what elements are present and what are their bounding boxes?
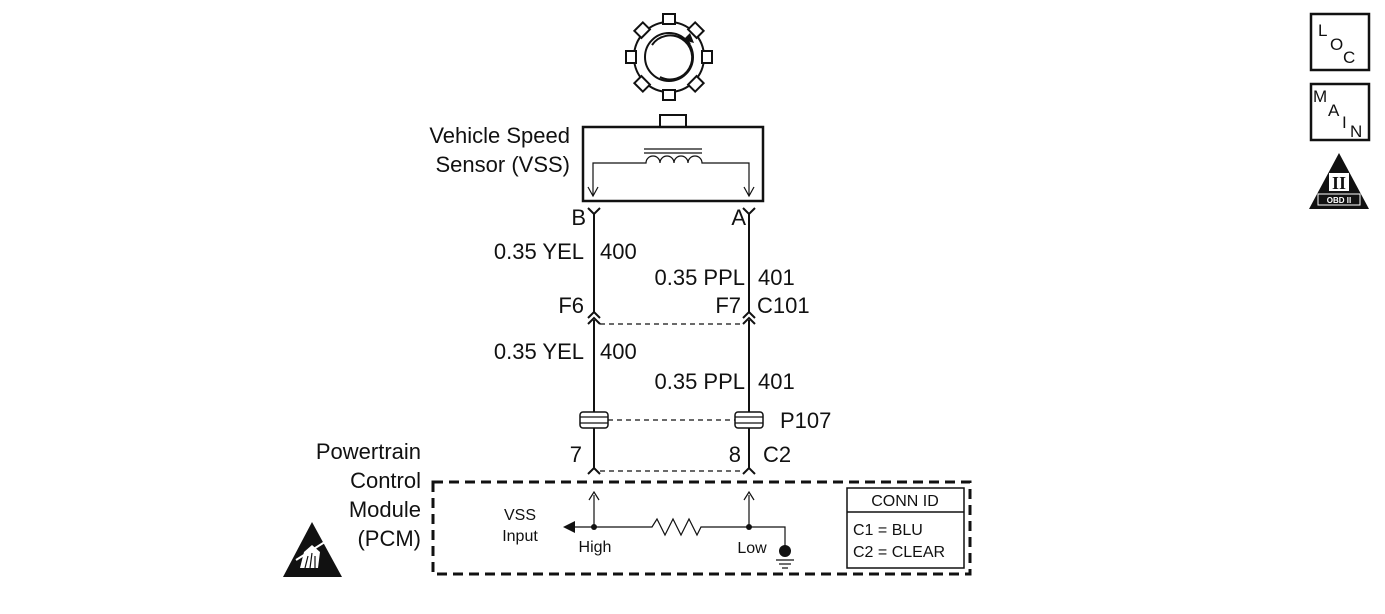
conn-id-title: CONN ID xyxy=(871,493,939,510)
pcm-internal-circuit xyxy=(563,490,794,569)
pcm-name-line2: Control xyxy=(350,468,421,493)
loc-icon[interactable]: L O C xyxy=(1309,12,1371,72)
svg-text:II: II xyxy=(1332,173,1346,193)
wire-400-upper-circuit: 400 xyxy=(600,239,637,264)
svg-text:N: N xyxy=(1350,122,1362,141)
connector-c2 xyxy=(587,466,756,475)
pass-through-p107 xyxy=(579,411,764,429)
p107-name: P107 xyxy=(780,408,831,433)
svg-text:L: L xyxy=(1318,21,1327,40)
wire-401-lower-gauge: 0.35 PPL xyxy=(654,369,745,394)
wire-401-upper-circuit: 401 xyxy=(758,265,795,290)
sensor-coil-icon xyxy=(587,148,755,198)
svg-text:OBD II: OBD II xyxy=(1327,196,1351,205)
wire-401-upper-gauge: 0.35 PPL xyxy=(654,265,745,290)
pcm-right-pin: 8 xyxy=(729,442,741,467)
vss-input-line2: Input xyxy=(502,528,538,545)
reluctor-wheel-icon xyxy=(625,13,713,101)
main-icon[interactable]: M A I N xyxy=(1309,82,1371,142)
pcm-name-line1: Powertrain xyxy=(316,439,421,464)
wire-401-lower-circuit: 401 xyxy=(758,369,795,394)
wire-400-lower-circuit: 400 xyxy=(600,339,637,364)
sensor-name-line1: Vehicle Speed xyxy=(429,123,570,148)
vss-input-line1: VSS xyxy=(504,507,536,524)
pull-up-resistor-icon xyxy=(594,517,749,537)
c101-right-pin: F7 xyxy=(715,293,741,318)
conn-id-row1: C1 = BLU xyxy=(853,522,923,539)
svg-text:O: O xyxy=(1330,35,1343,54)
pcm-name-line4: (PCM) xyxy=(357,526,421,551)
pcm-connector-name: C2 xyxy=(763,442,791,467)
connector-c101 xyxy=(587,310,756,325)
pin-b-label: B xyxy=(571,205,586,230)
high-label: High xyxy=(579,539,612,556)
conn-id-row2: C2 = CLEAR xyxy=(853,544,945,561)
vss-sensor-body xyxy=(581,114,765,203)
c101-name: C101 xyxy=(757,293,810,318)
wire-400-upper-gauge: 0.35 YEL xyxy=(494,239,584,264)
c101-left-pin: F6 xyxy=(558,293,584,318)
wire-400-lower-gauge: 0.35 YEL xyxy=(494,339,584,364)
esd-warning-icon xyxy=(283,522,342,577)
pcm-module-outline xyxy=(431,480,972,576)
pin-a-label: A xyxy=(731,205,746,230)
sensor-name-line2: Sensor (VSS) xyxy=(436,152,571,177)
conn-id-table xyxy=(846,487,965,569)
obd-ii-icon[interactable]: II OBD II xyxy=(1309,153,1369,209)
svg-text:M: M xyxy=(1313,87,1327,106)
ground-icon xyxy=(776,545,794,569)
low-label: Low xyxy=(737,540,767,557)
svg-text:A: A xyxy=(1328,101,1340,120)
svg-text:I: I xyxy=(1342,113,1347,132)
pcm-left-pin: 7 xyxy=(570,442,582,467)
svg-text:C: C xyxy=(1343,48,1355,67)
pin-b-terminal xyxy=(587,207,601,216)
pcm-name-line3: Module xyxy=(349,497,421,522)
